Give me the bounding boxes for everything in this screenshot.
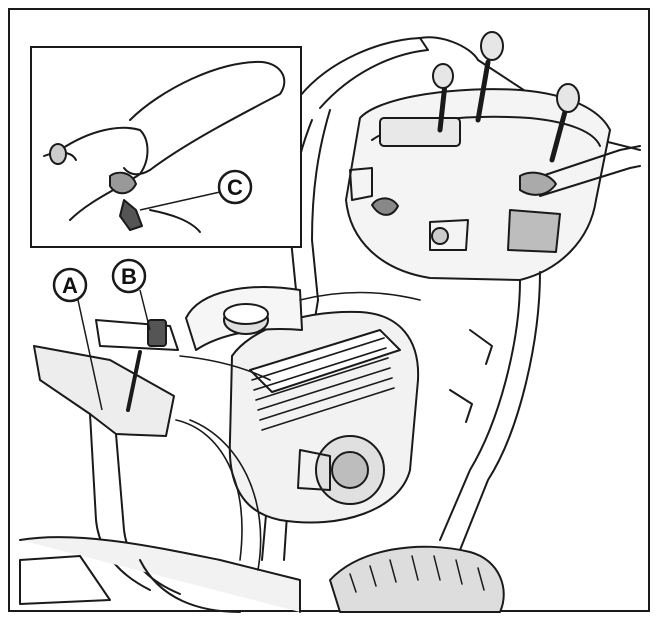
engine bbox=[228, 310, 420, 524]
machine-drawing bbox=[19, 31, 641, 613]
callout-b-label: B bbox=[121, 264, 137, 289]
inset-handle bbox=[129, 60, 286, 171]
wheel bbox=[329, 545, 505, 613]
callout-c: C bbox=[139, 169, 253, 211]
control-levers bbox=[432, 31, 580, 163]
right-handle bbox=[529, 145, 641, 197]
callout-c-label: C bbox=[227, 175, 243, 200]
cables bbox=[175, 419, 243, 561]
callout-b: B bbox=[111, 258, 151, 331]
outer-frame bbox=[8, 8, 650, 612]
callout-a-label: A bbox=[62, 273, 78, 298]
callout-a: A bbox=[52, 267, 103, 411]
detail-inset bbox=[30, 46, 302, 248]
control-panel bbox=[345, 88, 611, 281]
auger-housing bbox=[19, 536, 301, 613]
handlebar bbox=[299, 37, 429, 109]
fuel-tank bbox=[185, 286, 303, 351]
frame-rail-right bbox=[439, 279, 521, 541]
